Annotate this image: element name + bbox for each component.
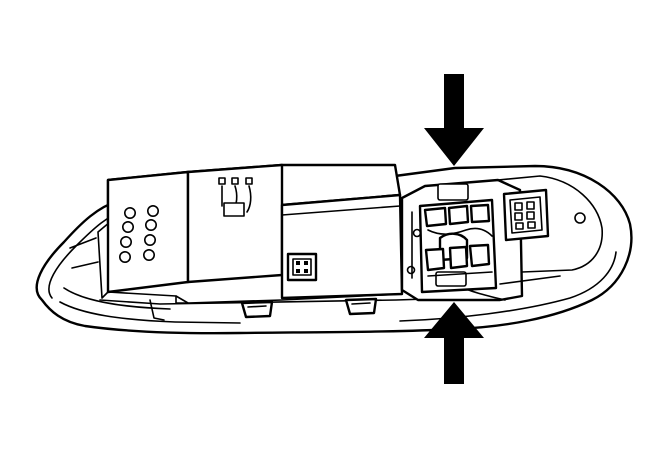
arrow-down-icon [424,74,484,166]
terminal-cavity [124,207,137,220]
mounting-tabs [240,297,378,319]
switch-button[interactable] [469,203,491,224]
right-connector [502,188,550,242]
switch-button[interactable] [448,245,469,270]
mounting-tab [240,300,274,319]
terminal-cavity [145,219,158,232]
switch-button[interactable] [423,206,448,228]
window-switch-buttons [418,183,498,294]
circuit-traces [218,177,253,217]
ic-chip [223,202,245,217]
terminal-cavity [144,234,157,247]
switch-button[interactable] [424,247,446,272]
switch-button[interactable] [447,204,470,226]
terminal-cavity [147,205,160,218]
arrow-up-icon [424,302,484,384]
terminal-cavity [119,251,132,264]
mounting-tab [344,297,378,316]
terminal-cavity [122,221,135,234]
small-connector [286,252,318,282]
terminal-cavity [120,236,133,249]
switch-button[interactable] [468,243,491,268]
terminal-cavities [119,205,160,264]
main-connector-housing [106,163,404,304]
terminal-cavity [143,249,156,262]
